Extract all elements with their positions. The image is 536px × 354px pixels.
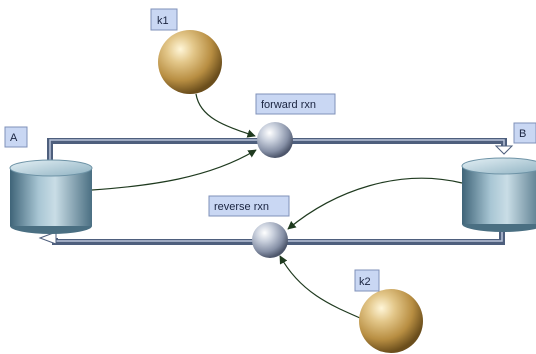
species-b-label: B	[519, 128, 526, 140]
b-to-reverse-arrow	[287, 177, 463, 230]
label-species-b: B	[513, 122, 536, 144]
species-b-tank[interactable]	[461, 157, 536, 232]
reverse-reaction-node[interactable]	[252, 222, 288, 258]
k2-parameter-node[interactable]	[359, 289, 423, 353]
flow-arrowhead	[494, 145, 514, 155]
k1-parameter-node[interactable]	[158, 30, 222, 94]
species-a-tank[interactable]	[9, 159, 93, 234]
k2-to-reverse-arrow	[279, 255, 361, 319]
label-reverse-reaction: reverse rxn	[208, 195, 290, 217]
label-forward-reaction: forward rxn	[255, 93, 336, 115]
k2-label: k2	[359, 276, 371, 288]
forward-reaction-label: forward rxn	[261, 99, 316, 111]
label-species-a: A	[4, 126, 28, 148]
label-k2: k2	[354, 269, 380, 292]
reverse-reaction-label: reverse rxn	[214, 201, 269, 213]
a-to-forward-arrow	[91, 149, 257, 191]
k1-to-forward-arrow	[195, 93, 256, 138]
label-k1: k1	[150, 8, 178, 31]
k1-label: k1	[157, 15, 169, 27]
forward-reaction-node[interactable]	[257, 122, 293, 158]
species-a-label: A	[10, 132, 18, 144]
flow-arrowhead	[38, 231, 57, 245]
